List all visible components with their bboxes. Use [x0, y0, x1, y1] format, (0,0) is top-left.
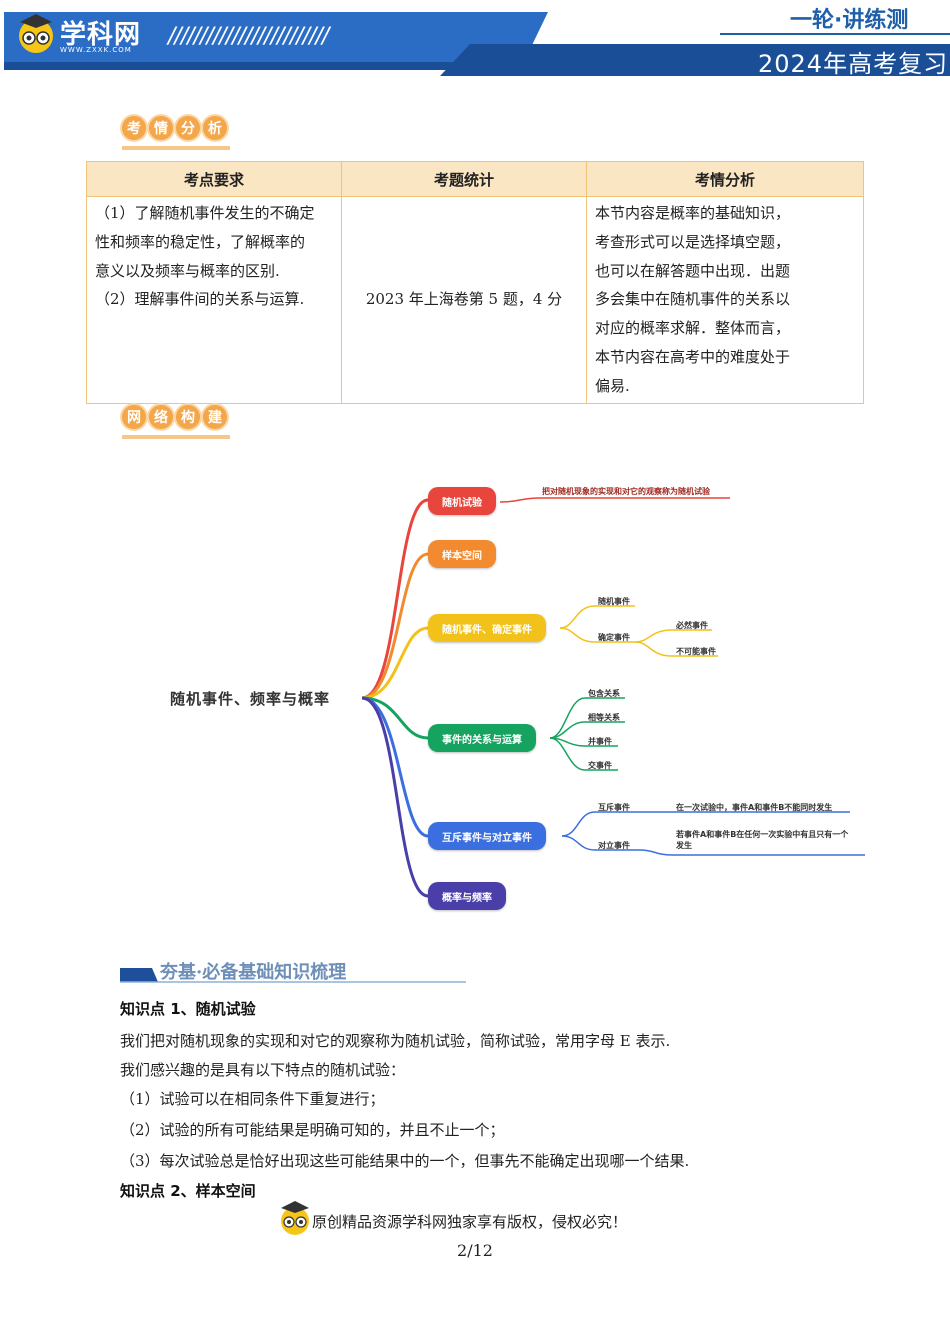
mindmap-leaf: 互斥事件 [598, 803, 630, 812]
series-title: 一轮·讲练测 [790, 8, 909, 33]
mindmap-branch: 样本空间 [428, 540, 496, 568]
mindmap-leaf: 并事件 [588, 737, 612, 746]
mindmap-branch: 随机试验 [428, 487, 496, 515]
cell-line: 本节内容在高考中的难度处于 [595, 347, 791, 366]
header-banner [4, 12, 950, 76]
cell-line: 也可以在解答题中出现．出题 [595, 261, 791, 280]
logo-url: WWW.ZXXK.COM [60, 46, 132, 54]
cell-line: 本节内容是概率的基础知识， [595, 204, 791, 222]
mindmap-leaf: 把对随机现象的实现和对它的观察称为随机试验 [542, 487, 710, 496]
cell-line: 多会集中在随机事件的关系以 [595, 290, 791, 309]
mindmap-leaf: 交事件 [588, 761, 612, 770]
mindmap-root: 随机事件、频率与概率 [170, 690, 331, 708]
mindmap-leaf: 包含关系 [588, 689, 620, 698]
badge-char: 建 [203, 405, 227, 429]
mindmap-branch: 事件的关系与运算 [428, 724, 536, 752]
badge-char: 考 [122, 116, 146, 140]
badge-char: 情 [149, 116, 173, 140]
requirements-cell: （1）了解随机事件发生的不确定 性和频率的稳定性，了解概率的 意义以及频率与概率… [86, 196, 342, 404]
paragraph: （1）试验可以在相同条件下重复进行； [120, 1090, 385, 1108]
badge-underline [122, 146, 230, 150]
cell-line: （2）理解事件间的关系与运算. [95, 290, 305, 309]
section-badge-network: 网 络 构 建 [122, 405, 227, 429]
paragraph: 我们感兴趣的是具有以下特点的随机试验： [120, 1061, 406, 1079]
mindmap-branch: 互斥事件与对立事件 [428, 822, 546, 850]
mindmap-leaf: 确定事件 [598, 633, 630, 642]
badge-underline [122, 435, 230, 439]
table-header: 考情分析 [586, 161, 864, 197]
mindmap-leaf: 对立事件 [598, 841, 630, 850]
logo-text: 学科网 [60, 20, 142, 50]
year-title: 2024年高考复习 [758, 50, 949, 78]
mindmap-branch: 概率与频率 [428, 882, 506, 910]
badge-char: 络 [149, 405, 173, 429]
mindmap-leaf: 相等关系 [588, 713, 620, 722]
mindmap-leaf: 若事件A和事件B在任何一次实验中有且只有一个 [676, 830, 849, 839]
cell-line: 偏易. [595, 376, 630, 395]
analysis-cell: 本节内容是概率的基础知识， 考查形式可以是选择填空题， 也可以在解答题中出现．出… [586, 196, 864, 404]
badge-char: 网 [122, 405, 146, 429]
table-header: 考题统计 [341, 161, 587, 197]
mindmap-leaf: 在一次试验中，事件A和事件B不能同时发生 [676, 803, 833, 812]
page-header: 学科网 WWW.ZXXK.COM ///////////////////////… [0, 0, 950, 80]
table-header: 考点要求 [86, 161, 342, 197]
cell-line: 对应的概率求解．整体而言， [595, 319, 791, 338]
section-title-bar [120, 968, 466, 983]
cell-line: （1）了解随机事件发生的不确定 [95, 204, 315, 222]
cell-line: 考查形式可以是选择填空题， [595, 232, 791, 251]
page-number: 2/12 [457, 1241, 493, 1260]
knowledge-point-title: 知识点 1、随机试验 [120, 1000, 256, 1018]
paragraph: （3）每次试验总是恰好出现这些可能结果中的一个，但事先不能确定出现哪一个结果. [120, 1152, 690, 1170]
cell-line: 意义以及频率与概率的区别. [95, 261, 280, 280]
copyright-footer: 原创精品资源学科网独家享有版权，侵权必究！ [312, 1213, 628, 1231]
paragraph: 我们把对随机现象的实现和对它的观察称为随机试验，简称试验，常用字母 E 表示. [120, 1032, 671, 1050]
header-decoration: ///////////////////////// [168, 24, 329, 49]
mindmap-leaf: 必然事件 [676, 621, 708, 630]
knowledge-point-title: 知识点 2、样本空间 [120, 1182, 256, 1200]
mindmap-branch: 随机事件、确定事件 [428, 614, 546, 642]
mindmap-leaf: 发生 [676, 841, 692, 850]
section-title: 夯基·必备基础知识梳理 [160, 962, 347, 983]
mindmap-connectors [361, 497, 865, 898]
section-badge-analysis: 考 情 分 析 [122, 116, 227, 140]
badge-char: 构 [176, 405, 200, 429]
cell-line: 性和频率的稳定性，了解概率的 [95, 232, 306, 251]
mindmap-leaf: 随机事件 [598, 597, 630, 606]
badge-char: 析 [203, 116, 227, 140]
analysis-table: 考点要求 考题统计 考情分析 （1）了解随机事件发生的不确定 性和频率的稳定性，… [86, 161, 864, 404]
badge-char: 分 [176, 116, 200, 140]
statistics-cell: 2023 年上海卷第 5 题，4 分 [341, 196, 587, 404]
mindmap-leaf: 不可能事件 [676, 647, 716, 656]
mascot-icon [281, 1201, 309, 1235]
paragraph: （2）试验的所有可能结果是明确可知的，并且不止一个； [120, 1121, 505, 1139]
